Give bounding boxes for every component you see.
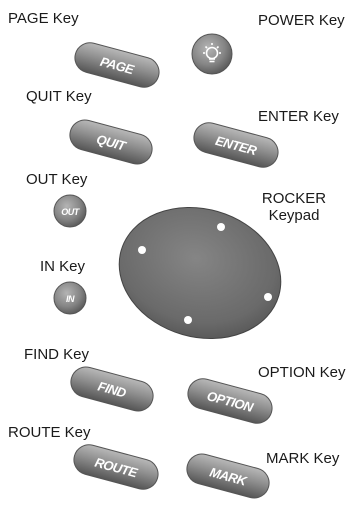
route-key[interactable]: ROUTE xyxy=(71,441,162,492)
out-key-caption: OUT Key xyxy=(26,171,88,188)
in-key-label: IN xyxy=(66,294,75,304)
lightbulb-icon xyxy=(203,43,221,63)
find-key[interactable]: FIND xyxy=(68,364,157,415)
rocker-left-dot[interactable] xyxy=(138,246,146,254)
enter-key-caption: ENTER Key xyxy=(258,108,339,125)
quit-key[interactable]: QUIT xyxy=(67,117,156,168)
option-key[interactable]: OPTION xyxy=(185,375,276,426)
page-key[interactable]: PAGE xyxy=(72,39,163,90)
find-key-label: FIND xyxy=(96,379,128,401)
out-key-label: OUT xyxy=(61,207,81,217)
power-key-caption: POWER Key xyxy=(258,12,345,29)
rocker-up-dot[interactable] xyxy=(217,223,225,231)
in-key-caption: IN Key xyxy=(40,258,86,275)
enter-key[interactable]: ENTER xyxy=(191,119,282,170)
mark-key[interactable]: MARK xyxy=(184,451,273,502)
rocker-caption-line2: Keypad xyxy=(268,207,320,224)
mark-key-caption: MARK Key xyxy=(266,450,340,467)
in-key[interactable]: IN xyxy=(53,281,87,315)
route-key-caption: ROUTE Key xyxy=(8,424,91,441)
rocker-caption-line1: ROCKER xyxy=(261,190,327,207)
quit-key-caption: QUIT Key xyxy=(26,88,92,105)
rocker-right-dot[interactable] xyxy=(264,293,272,301)
rocker-down-dot[interactable] xyxy=(184,316,192,324)
rocker-keypad-caption: ROCKER Keypad xyxy=(254,190,334,224)
out-key[interactable]: OUT xyxy=(53,194,87,228)
rocker-keypad[interactable] xyxy=(104,189,297,357)
power-key[interactable] xyxy=(191,33,233,75)
page-key-caption: PAGE Key xyxy=(8,10,79,27)
find-key-caption: FIND Key xyxy=(24,346,90,363)
option-key-caption: OPTION Key xyxy=(258,364,346,381)
